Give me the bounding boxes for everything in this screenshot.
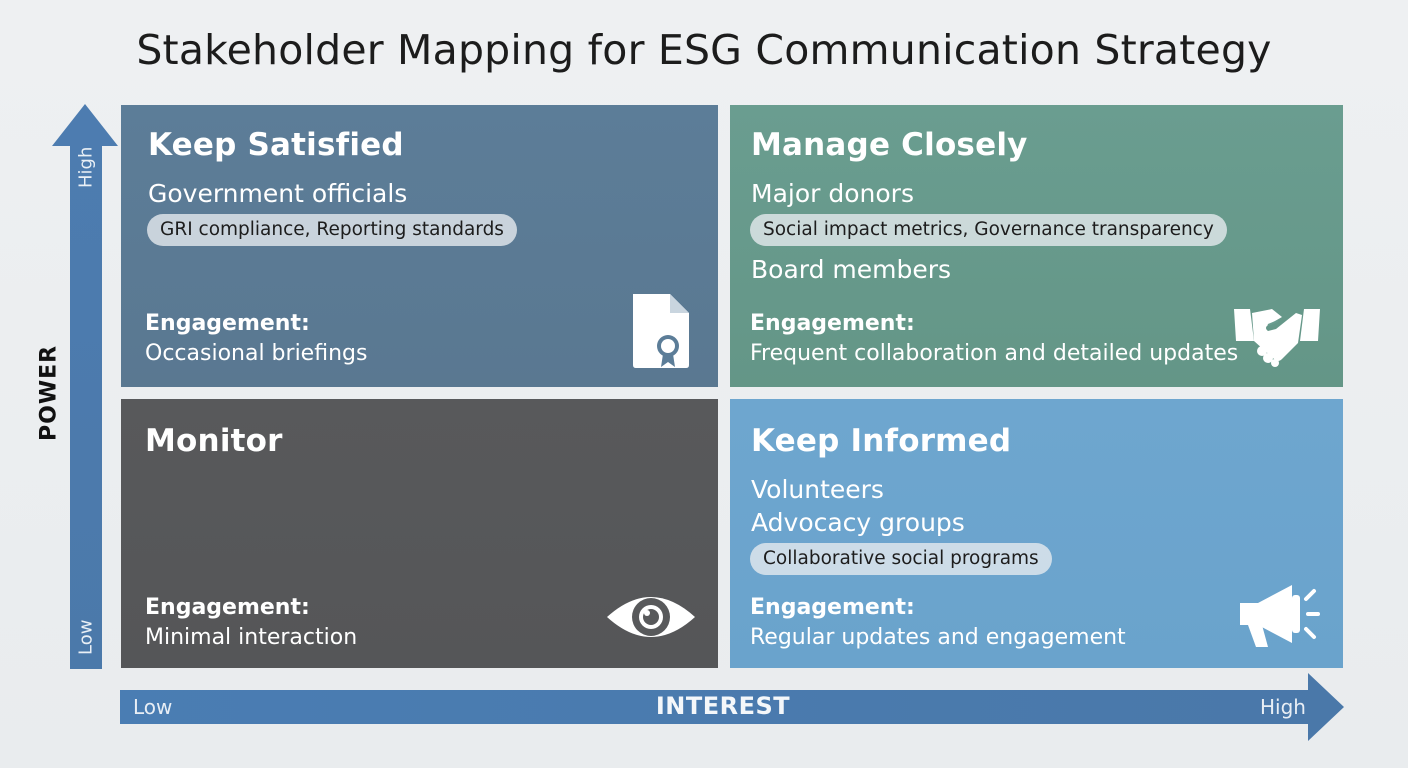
power-axis-arrow [50,104,120,670]
stakeholder-item: Government officials [148,179,408,208]
interest-high-label: High [1260,695,1306,719]
quadrant-title: Keep Satisfied [148,127,404,163]
certificate-document-icon [630,291,692,377]
quadrant-manage-closely: Manage Closely Major donors Social impac… [730,105,1343,387]
interest-axis-arrow [120,673,1346,741]
engagement-label: Engagement: [750,311,915,336]
power-high-label: High [75,146,97,188]
engagement-label: Engagement: [145,595,310,620]
quadrant-keep-informed: Keep Informed Volunteers Advocacy groups… [730,399,1343,668]
quadrant-title: Manage Closely [751,127,1028,163]
megaphone-icon [1236,581,1322,655]
topic-tag: Social impact metrics, Governance transp… [750,214,1227,246]
interest-axis-label: INTEREST [655,692,791,720]
engagement-label: Engagement: [750,595,915,620]
stakeholder-item: Major donors [751,179,914,208]
diagram-title: Stakeholder Mapping for ESG Communicatio… [136,26,1272,74]
topic-tag: Collaborative social programs [750,543,1052,575]
topic-tag: GRI compliance, Reporting standards [147,214,517,246]
quadrant-title: Monitor [145,423,283,459]
stakeholder-item: Volunteers [751,475,884,504]
quadrant-monitor: Monitor Engagement: Minimal interaction [121,399,718,668]
handshake-icon [1232,303,1322,371]
engagement-text: Regular updates and engagement [750,625,1126,650]
stakeholder-item: Board members [751,255,952,284]
power-low-label: Low [75,619,97,655]
engagement-text: Occasional briefings [145,341,368,366]
eye-icon [605,589,697,649]
interest-low-label: Low [133,695,173,719]
quadrant-keep-satisfied: Keep Satisfied Government officials GRI … [121,105,718,387]
engagement-text: Minimal interaction [145,625,358,650]
engagement-text: Frequent collaboration and detailed upda… [750,341,1239,366]
stakeholder-item: Advocacy groups [751,508,965,537]
engagement-label: Engagement: [145,311,310,336]
quadrant-title: Keep Informed [751,423,1012,459]
power-axis-label: POWER [36,344,62,442]
